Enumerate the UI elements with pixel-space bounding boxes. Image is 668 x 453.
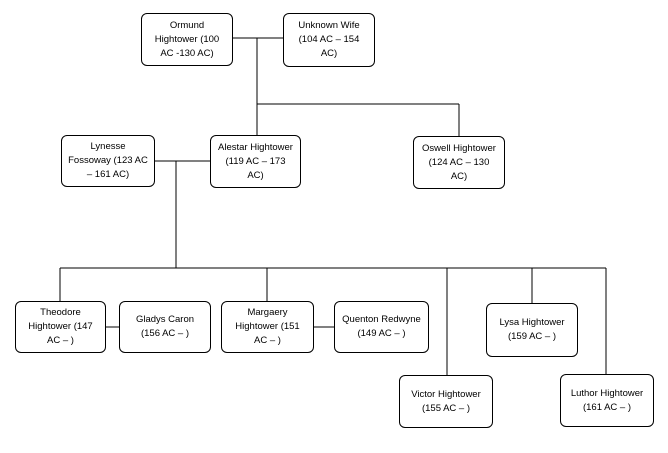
person-label: Luthor Hightower (161 AC – ) <box>570 387 644 413</box>
person-unknown-wife: Unknown Wife (104 AC – 154 AC) <box>283 13 375 67</box>
person-label: Lynesse Fossoway (123 AC – 161 AC) <box>68 141 148 180</box>
person-theodore-hightower: Theodore Hightower (147 AC – ) <box>15 301 106 353</box>
person-oswell-hightower: Oswell Hightower (124 AC – 130 AC) <box>413 136 505 189</box>
person-alestar-hightower: Alestar Hightower (119 AC – 173 AC) <box>210 135 301 188</box>
person-label: Unknown Wife (104 AC – 154 AC) <box>298 20 360 59</box>
person-margaery-hightower: Margaery Hightower (151 AC – ) <box>221 301 314 353</box>
person-lynesse-fossoway: Lynesse Fossoway (123 AC – 161 AC) <box>61 135 155 187</box>
person-label: Alestar Hightower (119 AC – 173 AC) <box>218 141 293 181</box>
person-label: Gladys Caron (156 AC – ) <box>135 314 195 339</box>
person-ormund-hightower: Ormund Hightower (100 AC -130 AC) <box>141 13 233 66</box>
person-lysa-hightower: Lysa Hightower (159 AC – ) <box>486 303 578 357</box>
person-label: Margaery Hightower (151 AC – ) <box>235 307 300 346</box>
person-label: Theodore Hightower (147 AC – ) <box>28 307 93 346</box>
person-label: Victor Hightower (155 AC – ) <box>411 388 481 414</box>
person-label: Lysa Hightower (159 AC – ) <box>499 317 565 342</box>
person-label: Ormund Hightower (100 AC -130 AC) <box>154 19 220 59</box>
person-label: Quenton Redwyne (149 AC – ) <box>342 314 421 339</box>
person-label: Oswell Hightower (124 AC – 130 AC) <box>422 142 496 182</box>
person-luthor-hightower: Luthor Hightower (161 AC – ) <box>560 374 654 427</box>
person-gladys-caron: Gladys Caron (156 AC – ) <box>119 301 211 353</box>
person-victor-hightower: Victor Hightower (155 AC – ) <box>399 375 493 428</box>
person-quenton-redwyne: Quenton Redwyne (149 AC – ) <box>334 301 429 353</box>
